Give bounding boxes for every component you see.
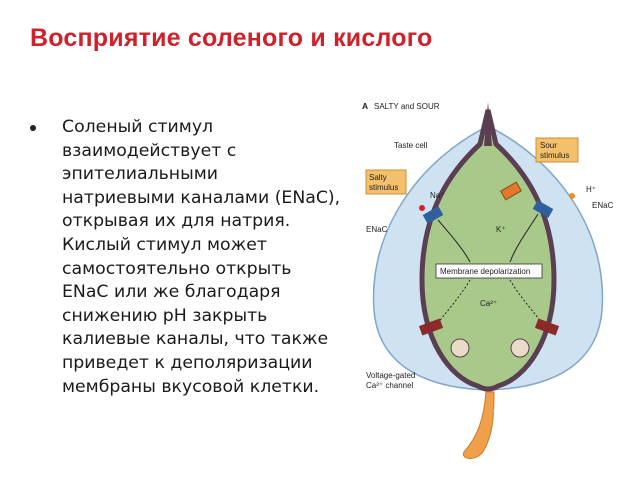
taste-cell-label: Taste cell: [394, 141, 428, 150]
panel-letter: A: [362, 101, 368, 111]
vesicle: [450, 338, 470, 358]
ca-channel-right: [534, 318, 560, 336]
ca-ion-label: Ca²⁺: [480, 299, 497, 308]
voltage-gated-label-2: Ca²⁺ channel: [366, 381, 414, 390]
bullet-item: Соленый стимул взаимодействует с эпители…: [30, 116, 350, 399]
enac-left-label: ENaC: [366, 225, 388, 234]
ca-channel-left: [418, 318, 444, 336]
h-ion: [569, 193, 575, 199]
k-channel: [500, 181, 522, 201]
voltage-gated-label-1: Voltage-gated: [366, 371, 415, 380]
vesicle-dot: [486, 400, 490, 404]
sour-stimulus-label-1: Sour: [540, 141, 557, 150]
vesicle: [510, 338, 530, 358]
enac-right-label: ENaC: [592, 201, 614, 210]
apical-spike: [484, 102, 492, 146]
enac-right-channel: [532, 200, 554, 218]
k-ion-label: K⁺: [496, 225, 506, 234]
panel-title: SALTY and SOUR: [374, 102, 440, 111]
h-ion-label: H⁺: [586, 185, 596, 194]
bullet-dot: [30, 125, 36, 131]
salty-stimulus-label-2: stimulus: [369, 183, 398, 192]
taste-cell-body: [419, 109, 557, 392]
sour-stimulus-box: [535, 137, 579, 163]
bullet-text: Соленый стимул взаимодействует с эпители…: [62, 117, 341, 397]
flow-arrow: [437, 219, 471, 263]
vesicle-dot: [490, 409, 494, 413]
membrane-depolarization-label: Membrane depolarization: [440, 267, 530, 276]
na-ion-label: Na⁺: [430, 191, 444, 200]
nerve-fiber: [462, 391, 495, 459]
sour-stimulus-label-2: stimulus: [540, 151, 569, 160]
na-ion: [419, 205, 425, 211]
slide-title: Восприятие соленого и кислого: [30, 24, 433, 52]
flow-arrow: [509, 213, 539, 263]
vesicle-dot: [484, 416, 488, 420]
membrane-depolarization-box: [435, 263, 543, 279]
salty-stimulus-box: [365, 169, 407, 195]
salty-stimulus-label-1: Salty: [369, 173, 387, 182]
enac-left-channel: [422, 206, 444, 224]
taste-cell-figure: A SALTY and SOUR Taste cell Salty stimul…: [362, 101, 614, 459]
